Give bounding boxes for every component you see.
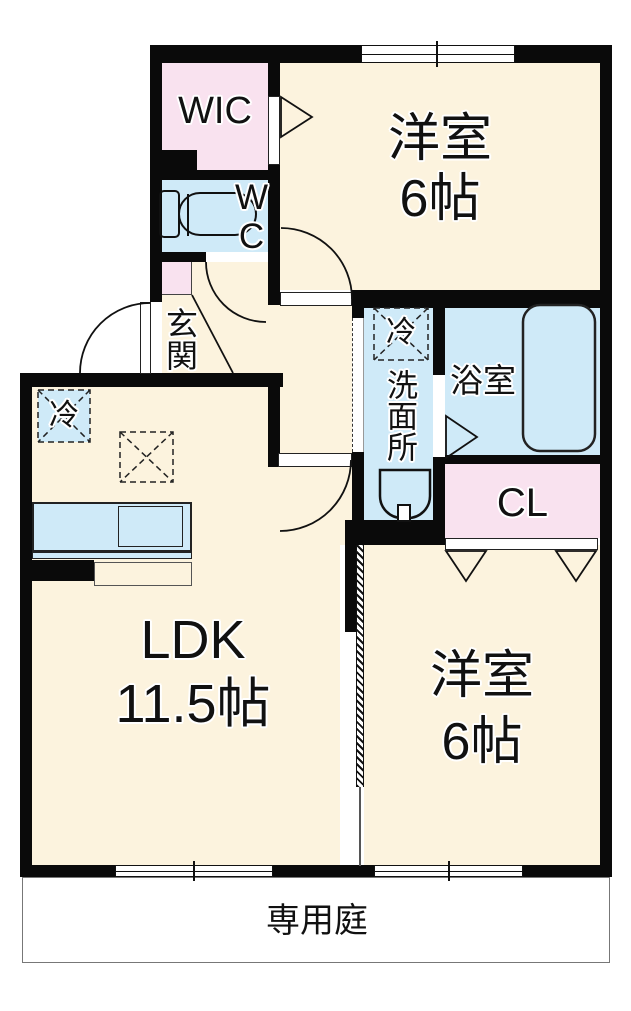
room-bedroom-bottom	[364, 545, 600, 865]
wall-bedroom-top-bottom	[352, 290, 600, 308]
bedroom-bottom-name: 洋室	[429, 647, 534, 705]
ldk-door-leaf	[278, 453, 352, 467]
sliding-partition-line	[359, 787, 361, 866]
private-garden-area: 専用庭	[22, 877, 610, 963]
wall-kitchen-stub	[20, 560, 94, 581]
wic-label: WIC	[178, 90, 252, 132]
window-top-tick	[436, 41, 438, 67]
bathroom-label: 浴室	[450, 362, 516, 399]
washroom-fridge-label: 冷	[386, 316, 416, 349]
window-bottom-ldk-tick	[193, 861, 195, 881]
closet-door-track	[445, 538, 598, 550]
ldk-size: 11.5帖	[115, 674, 271, 734]
wall-right	[600, 45, 612, 877]
wall-bath-divider-a	[433, 290, 445, 375]
ldk-name: LDK	[140, 610, 246, 670]
ldk-fridge-label: 冷	[49, 399, 79, 432]
bedroom-top-size: 6帖	[399, 170, 481, 228]
bedroom-top-door-leaf	[280, 292, 352, 306]
genkan-shoe-cabinet	[162, 262, 192, 295]
wall-column-c	[268, 373, 280, 467]
garden-label: 専用庭	[266, 902, 368, 940]
window-top	[361, 45, 515, 63]
window-bottom-bedroom-tick	[448, 861, 450, 881]
entrance-door-leaf	[140, 302, 151, 374]
wall-column-b	[268, 165, 280, 305]
closet-label: CL	[496, 481, 549, 525]
washroom-label: 洗面所	[382, 368, 417, 462]
wic-door-leaf	[268, 96, 280, 165]
wall-wc-bottom	[150, 252, 206, 262]
sliding-partition-hatch	[356, 545, 364, 787]
wall-washroom-bottom	[345, 520, 445, 545]
washroom-sliding-door	[352, 318, 364, 452]
bathroom-door-opening	[433, 375, 445, 457]
room-closet-cl	[445, 464, 600, 538]
wall-column-a	[268, 63, 280, 96]
wc-label: WC	[232, 178, 271, 256]
wall-left-lower	[20, 373, 32, 877]
bedroom-top-name: 洋室	[387, 110, 492, 168]
wall-bottom	[20, 865, 612, 877]
wall-partition-stub	[345, 545, 357, 632]
kitchen-sink	[118, 506, 183, 547]
wall-wic-stub	[162, 150, 197, 172]
wall-bath-bottom	[445, 455, 600, 464]
wall-corridor-right-a	[352, 290, 364, 318]
genkan-label: 玄関	[162, 307, 198, 371]
wall-ldk-top	[20, 373, 283, 387]
kitchen-counter-side	[94, 562, 192, 586]
kitchen-counter-front	[32, 552, 192, 559]
bedroom-bottom-size: 6帖	[441, 713, 523, 771]
wall-wic-wc-divider	[150, 170, 268, 180]
